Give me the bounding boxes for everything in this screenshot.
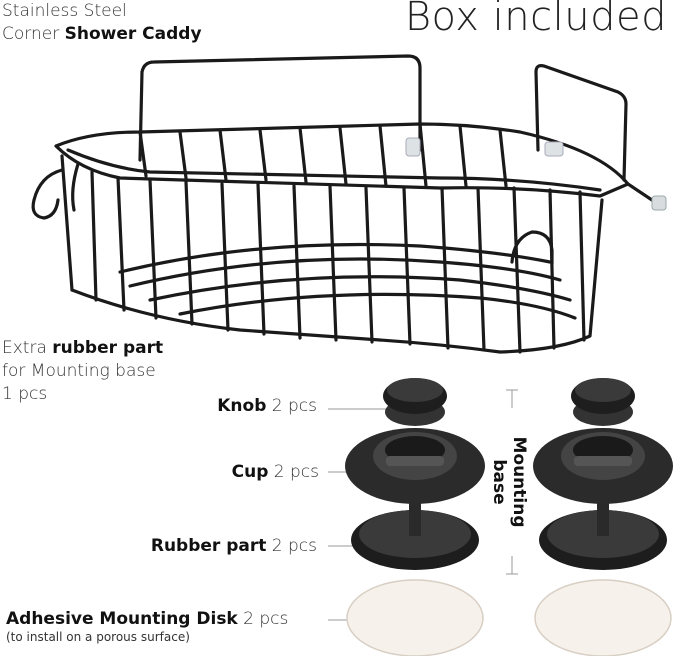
caddy-back-cap-right: [544, 141, 564, 157]
title-line-1: Stainless Steel: [2, 1, 127, 21]
knob-qty: 2 pcs: [271, 396, 317, 416]
rubber-part-label: Rubber part 2 pcs: [151, 536, 317, 556]
extra-rubber-text: Extra rubber part for Mounting base 1 pc…: [2, 337, 163, 406]
rubber-name: Rubber part: [150, 536, 267, 556]
caddy-wire-basket: [31, 54, 660, 354]
product-title: Stainless Steel Corner Shower Caddy: [2, 0, 202, 46]
cup-qty: 2 pcs: [273, 462, 319, 482]
caddy-end-cap: [651, 195, 667, 211]
title-line-2: Corner Shower Caddy: [2, 23, 202, 46]
extra-line-1-bold: rubber part: [52, 338, 164, 358]
extra-line-1: Extra rubber part: [2, 337, 163, 360]
mounting-set-left: [345, 378, 485, 656]
extra-line-2: for Mounting base: [2, 361, 156, 381]
knob-label: Knob 2 pcs: [217, 396, 317, 416]
title-line-2-bold: Shower Caddy: [64, 24, 202, 44]
mounting-base-line-2: base: [489, 459, 509, 504]
adhesive-disk-label: Adhesive Mounting Disk 2 pcs: [6, 609, 288, 629]
rubber-qty: 2 pcs: [271, 536, 317, 556]
disk-qty: 2 pcs: [243, 609, 289, 629]
mounting-base-line-1: Mounting: [509, 436, 529, 527]
adhesive-disk-left: [346, 579, 484, 656]
disk-name: Adhesive Mounting Disk: [6, 609, 238, 629]
box-included-heading: Box included: [404, 0, 667, 40]
title-line-2-prefix: Corner: [2, 24, 60, 44]
adhesive-disk-right: [534, 579, 672, 656]
adhesive-disk-note: (to install on a porous surface): [6, 630, 190, 644]
knob-name: Knob: [217, 396, 267, 416]
extra-line-1-prefix: Extra: [2, 338, 47, 358]
cup-name: Cup: [231, 462, 269, 482]
cup-label: Cup 2 pcs: [232, 462, 319, 482]
mounting-set-right: [533, 378, 673, 656]
caddy-back-cap-left: [405, 137, 421, 157]
mounting-base-label: Mounting base: [489, 436, 529, 527]
extra-line-3: 1 pcs: [2, 384, 48, 404]
